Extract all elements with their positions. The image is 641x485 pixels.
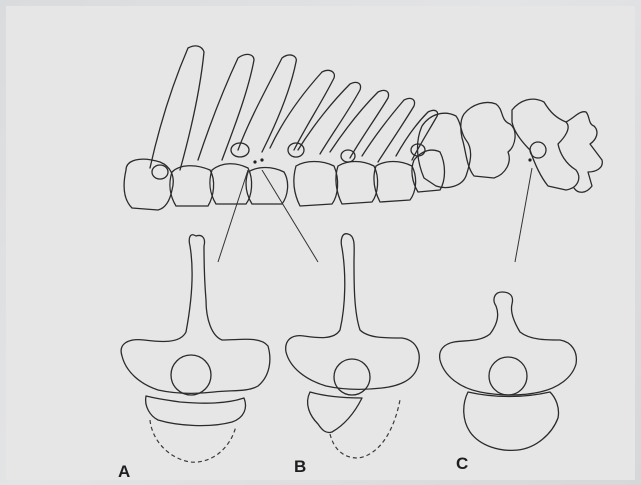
vertebral-foramen-a [171,355,211,395]
label-c: C [456,454,468,474]
pointer-line-b [262,170,318,262]
articular-facet-1 [152,165,168,179]
vertebral-body-b [308,392,362,433]
vertebra-a-outline [121,235,270,394]
lumbar-vertebra-2 [461,102,515,178]
vertebral-body-6 [336,162,378,205]
pointer-line-c [515,168,532,262]
cross-section-a [121,235,270,462]
body-outline-dashed-b [330,400,400,458]
label-b: B [294,457,306,477]
spinous-process-7 [362,98,415,162]
vertebral-body-5 [294,162,338,207]
reference-dot [253,160,256,163]
spinous-process-4 [270,70,334,150]
vertebral-body-a [146,396,246,426]
vertebral-body-2 [170,166,214,206]
spinous-process-1 [150,46,204,170]
vertebral-foramen-c [489,357,527,395]
spinous-process-8 [396,110,438,160]
vertebral-body-c [464,392,559,450]
vertebra-b-outline [286,234,420,390]
pointer-line-a [218,170,248,262]
caudal-process [566,112,602,193]
articular-facet-6 [530,142,546,158]
spinous-process-3 [238,55,296,152]
lateral-spine-view [124,46,602,210]
lumbar-vertebra-3 [512,99,579,190]
cross-section-b [286,234,420,458]
reference-dot [528,158,531,161]
spinous-process-5 [298,82,361,154]
articular-facet-4 [341,150,355,162]
vertebral-body-7 [374,162,416,203]
reference-dot [260,158,263,161]
vertebra-c-outline [440,292,577,395]
label-a: A [118,462,130,482]
body-outline-dashed-a [150,420,236,462]
cross-section-c [440,292,577,450]
